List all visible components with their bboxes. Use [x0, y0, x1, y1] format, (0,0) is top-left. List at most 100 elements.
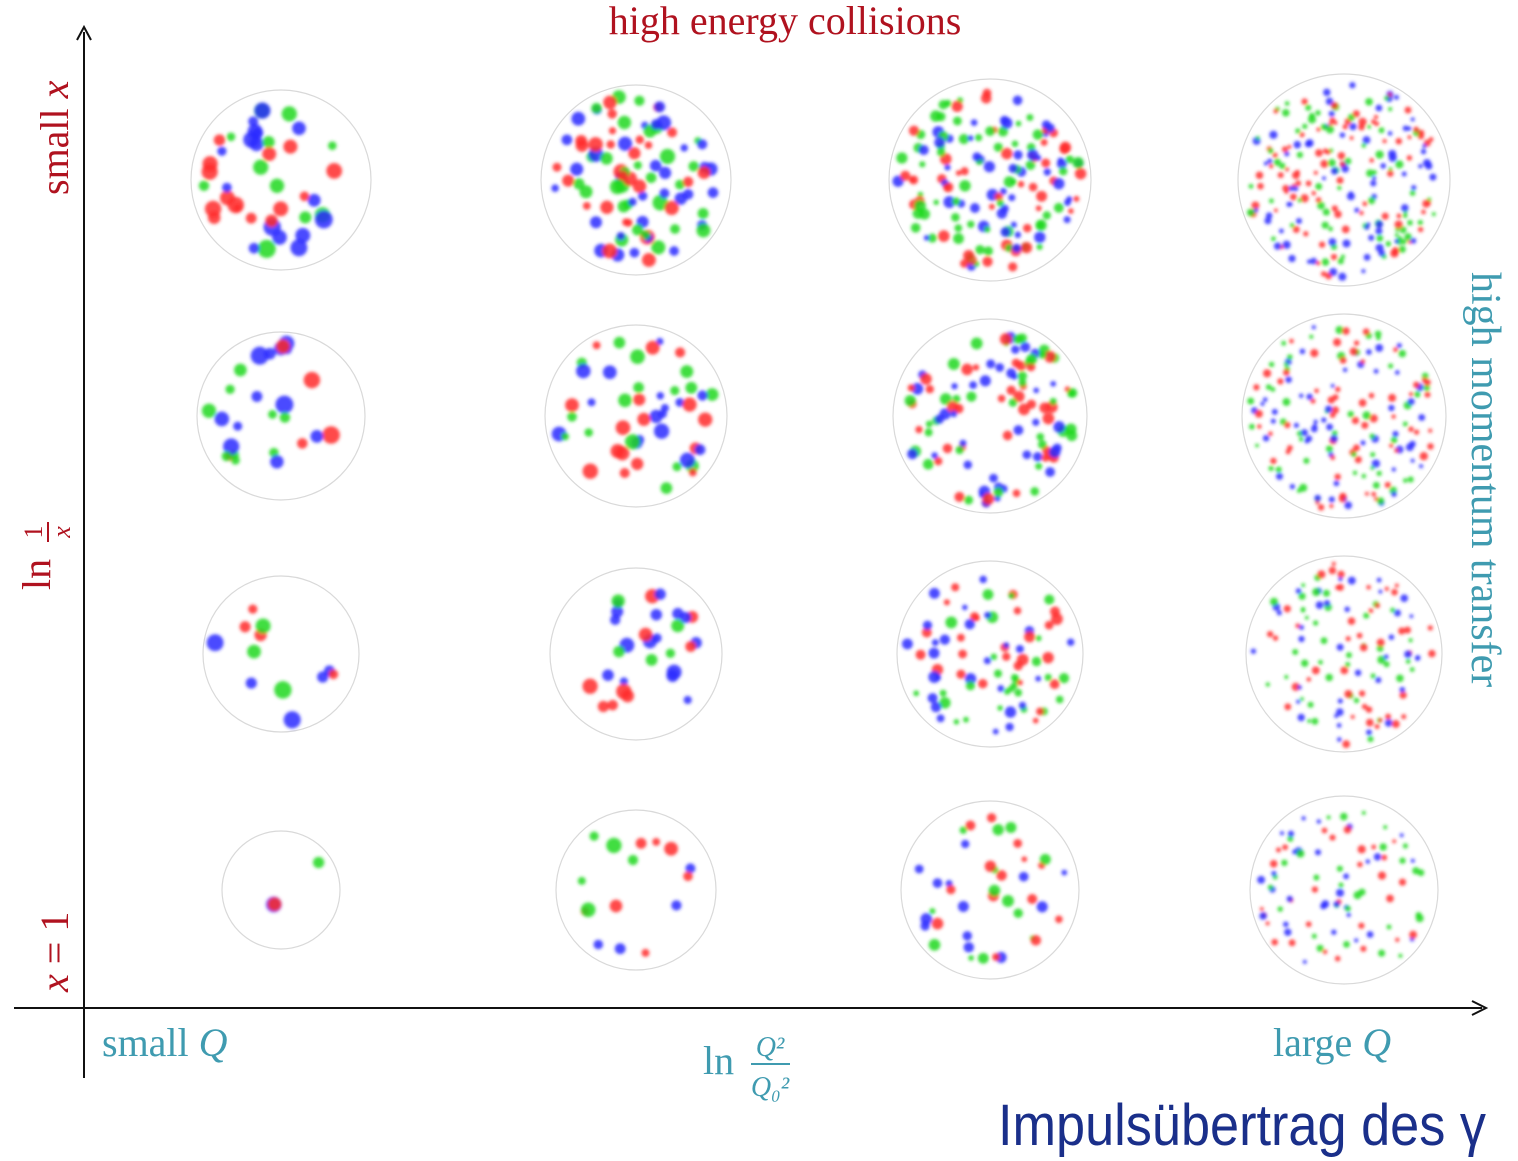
parton-dots [1257, 810, 1425, 964]
parton-dot [1298, 624, 1305, 631]
parton-dot [1369, 414, 1378, 423]
parton-dot [1301, 583, 1306, 588]
parton-dot [1320, 902, 1327, 910]
parton-dot [1248, 423, 1255, 430]
proton-outline [1237, 73, 1451, 287]
parton-dot [1365, 706, 1373, 713]
parton-dot [1365, 859, 1371, 864]
parton-dot [262, 147, 277, 161]
parton-dot [961, 363, 973, 376]
parton-dot [223, 438, 240, 455]
parton-dot [1361, 421, 1369, 429]
parton-dot [1370, 673, 1376, 679]
parton-dot [1010, 221, 1017, 228]
parton-dot [1032, 717, 1039, 724]
parton-dot [565, 398, 579, 412]
parton-dot [1378, 949, 1386, 957]
parton-dot [1402, 843, 1408, 849]
parton-dot [1042, 651, 1054, 664]
parton-dot [1334, 210, 1342, 219]
parton-dot [1311, 886, 1319, 893]
parton-dot [268, 409, 277, 419]
parton-dot [1298, 635, 1305, 643]
parton-dot [1375, 227, 1383, 235]
parton-dot [1058, 672, 1070, 684]
parton-dot [589, 831, 599, 841]
parton-dot [955, 170, 962, 176]
parton-dot [1281, 859, 1288, 866]
parton-dot [1329, 268, 1338, 276]
parton-dot [1404, 626, 1411, 634]
parton-dot [611, 605, 624, 618]
parton-dot [942, 443, 953, 454]
parton-dot [940, 153, 952, 165]
parton-dot [603, 95, 617, 110]
parton-dot [602, 365, 617, 380]
parton-dot [928, 939, 941, 951]
parton-dot [269, 447, 279, 458]
parton-dot [1259, 906, 1264, 911]
parton-dot [1013, 390, 1025, 403]
parton-dot [1057, 157, 1064, 164]
parton-dot [1387, 170, 1394, 177]
parton-dot [943, 599, 951, 606]
parton-dot [226, 132, 236, 142]
parton-dot [1286, 895, 1293, 903]
parton-dot [1331, 561, 1336, 566]
parton-dot [1312, 588, 1321, 597]
parton-dot [1305, 104, 1312, 111]
parton-dot [1418, 129, 1425, 136]
parton-dot [1005, 722, 1014, 732]
parton-dot [651, 240, 666, 255]
parton-dot [1048, 446, 1061, 458]
parton-dot [674, 192, 688, 205]
parton-dot [1333, 338, 1342, 347]
parton-dot [1020, 342, 1031, 353]
parton-dot [1302, 123, 1308, 129]
parton-dot [1049, 397, 1057, 405]
parton-dot [233, 203, 242, 213]
parton-dot [1328, 110, 1335, 117]
parton-dot [1419, 452, 1428, 461]
parton-dot [1297, 685, 1302, 690]
parton-dot [965, 820, 976, 831]
parton-dot [1347, 617, 1356, 625]
parton-dot [1061, 869, 1068, 876]
parton-dot [1292, 849, 1297, 855]
parton-dot [1058, 166, 1068, 176]
parton-dot [900, 170, 911, 181]
parton-dot [952, 116, 962, 126]
parton-dot [1246, 208, 1255, 217]
proton-outline [555, 809, 717, 971]
parton-dot [1259, 912, 1267, 920]
parton-dot [1375, 677, 1382, 684]
parton-dot [1331, 929, 1337, 935]
parton-dot [570, 162, 584, 176]
parton-dot [1328, 159, 1336, 167]
parton-dot [953, 403, 964, 414]
parton-dot [1066, 430, 1078, 442]
parton-dot [943, 196, 956, 209]
parton-dot [1353, 697, 1360, 704]
parton-dot [1004, 706, 1017, 718]
parton-dot [233, 421, 243, 431]
parton-dot [680, 611, 692, 624]
parton-dot [1011, 140, 1019, 148]
parton-dot [1330, 434, 1338, 443]
parton-dot [1275, 472, 1284, 480]
parton-dot [1036, 190, 1048, 202]
parton-dot [1073, 195, 1080, 202]
parton-dot [1268, 163, 1274, 169]
parton-dots [904, 331, 1078, 508]
parton-dot [982, 589, 994, 600]
parton-dot [954, 224, 963, 233]
parton-dot [1374, 330, 1382, 338]
parton-dot [580, 902, 596, 918]
parton-dot [968, 955, 974, 961]
parton-dot [582, 201, 591, 210]
parton-dot [1314, 388, 1319, 394]
axes [14, 24, 1489, 1078]
parton-dot [1255, 136, 1260, 140]
parton-dot [1410, 237, 1417, 244]
parton-dot [322, 426, 340, 444]
